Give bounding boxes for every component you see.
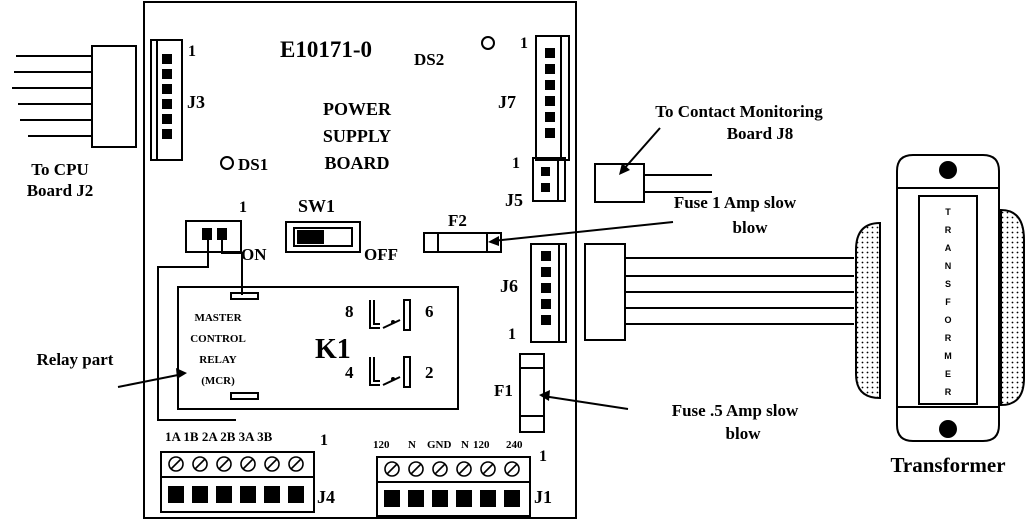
transformer-cable xyxy=(584,243,854,341)
board-title-line2: SUPPLY xyxy=(323,126,391,146)
relay-contact-4: 4 xyxy=(345,363,354,382)
sw1-switch xyxy=(285,221,361,253)
cpu-callout-line2: Board J2 xyxy=(27,181,94,200)
board-part-number: E10171-0 xyxy=(280,37,372,62)
j6-pin1-label: 1 xyxy=(508,326,516,343)
ds1-led xyxy=(220,156,234,170)
jumper-pin1-label: 1 xyxy=(239,199,247,216)
terminal-block-j4 xyxy=(160,451,315,513)
transformer-letter: R xyxy=(945,333,952,343)
transformer-letter: T xyxy=(945,207,951,217)
contact-callout-line2: Board J8 xyxy=(727,124,794,143)
fuse5-arrow xyxy=(542,395,629,410)
relay-part-callout: Relay part xyxy=(37,350,114,369)
relay-contact-8: 8 xyxy=(345,302,354,321)
transformer xyxy=(855,154,1025,442)
fuse-f1 xyxy=(519,353,545,433)
board-title-line3: BOARD xyxy=(324,153,389,173)
jumper-on xyxy=(185,220,242,253)
switch-off-label: OFF xyxy=(364,245,398,264)
j6-label: J6 xyxy=(500,276,518,296)
transformer-letter: S xyxy=(945,279,951,289)
board-title-line1: POWER xyxy=(323,99,392,119)
relay-desc-line3: RELAY xyxy=(199,354,237,366)
transformer-letter: E xyxy=(945,369,951,379)
relay-desc-line2: CONTROL xyxy=(190,333,246,345)
relay-coil-top xyxy=(230,292,259,300)
j4-pin1-label: 1 xyxy=(320,432,328,449)
j3-label: J3 xyxy=(187,92,205,112)
j5-pin1-label: 1 xyxy=(512,155,520,172)
switch-on-label: ON xyxy=(241,245,267,264)
transformer-bottom-bolt xyxy=(939,420,957,438)
j1-terminal-n-b: N xyxy=(461,439,469,451)
fuse1-callout-line1: Fuse 1 Amp slow xyxy=(674,193,797,212)
fuse1-arrow xyxy=(491,221,674,242)
terminal-block-j1 xyxy=(376,456,531,517)
j1-terminal-120a: 120 xyxy=(373,439,390,451)
contact-callout-line1: To Contact Monitoring xyxy=(655,102,823,121)
relay-wire-left xyxy=(157,240,236,421)
relay-desc-line1: MASTER xyxy=(194,312,242,324)
j1-terminal-n-a: N xyxy=(408,439,416,451)
j1-terminal-240: 240 xyxy=(506,439,523,451)
relay-contact-6: 6 xyxy=(425,302,434,321)
j1-label: J1 xyxy=(534,487,552,507)
fuse5-callout-line1: Fuse .5 Amp slow xyxy=(672,401,799,420)
transformer-label: Transformer xyxy=(890,453,1005,477)
j1-terminal-gnd: GND xyxy=(427,439,452,451)
relay-wire-right xyxy=(221,240,243,295)
j5-label: J5 xyxy=(505,190,523,210)
relay-contact-8-6 xyxy=(369,299,411,331)
transformer-top-bolt xyxy=(939,161,957,179)
transformer-letter: M xyxy=(944,351,952,361)
j7-label: J7 xyxy=(498,92,516,112)
connector-j6 xyxy=(530,243,567,343)
transformer-letter: O xyxy=(944,315,951,325)
relay-part-arrow xyxy=(117,373,184,388)
relay-desc-line4: (MCR) xyxy=(201,375,235,387)
relay-k1-box xyxy=(177,286,459,410)
f1-label: F1 xyxy=(494,381,513,400)
transformer-letter: R xyxy=(945,225,952,235)
relay-part-arrow-head xyxy=(176,368,187,379)
ds2-label: DS2 xyxy=(414,50,444,69)
transformer-letter: A xyxy=(945,243,952,253)
relay-contact-2: 2 xyxy=(425,363,434,382)
connector-j7 xyxy=(535,35,570,161)
j4-label: J4 xyxy=(317,487,335,507)
transformer-vertical-text: T R A N S F O R M E R xyxy=(944,207,952,397)
ds1-label: DS1 xyxy=(238,155,268,174)
j3-pin1-label: 1 xyxy=(188,43,196,60)
j1-terminal-120b: 120 xyxy=(473,439,490,451)
j7-pin1-label: 1 xyxy=(520,35,528,52)
fuse5-callout-line2: blow xyxy=(726,424,762,443)
f2-label: F2 xyxy=(448,211,467,230)
fuse1-callout-line2: blow xyxy=(733,218,769,237)
relay-coil-bottom xyxy=(230,392,259,400)
cpu-callout-line1: To CPU xyxy=(31,160,88,179)
fuse-f2 xyxy=(423,232,502,253)
fuse5-arrow-head xyxy=(539,390,550,401)
ds2-led xyxy=(481,36,495,50)
j4-terminal-labels: 1A 1B 2A 2B 3A 3B xyxy=(165,429,273,444)
sw1-label: SW1 xyxy=(298,196,335,216)
board-outline xyxy=(143,1,577,519)
cpu-cable xyxy=(12,45,137,148)
transformer-letter: N xyxy=(945,261,952,271)
contact-monitoring-cable xyxy=(594,127,712,203)
relay-k1-label: K1 xyxy=(315,334,351,365)
connector-j5 xyxy=(532,157,566,202)
j1-pin1-label: 1 xyxy=(539,448,547,465)
relay-contact-4-2 xyxy=(369,356,411,388)
connector-j3 xyxy=(150,39,183,161)
transformer-letter: F xyxy=(945,297,951,307)
transformer-letter: R xyxy=(945,387,952,397)
fuse1-arrow-head xyxy=(488,236,499,246)
